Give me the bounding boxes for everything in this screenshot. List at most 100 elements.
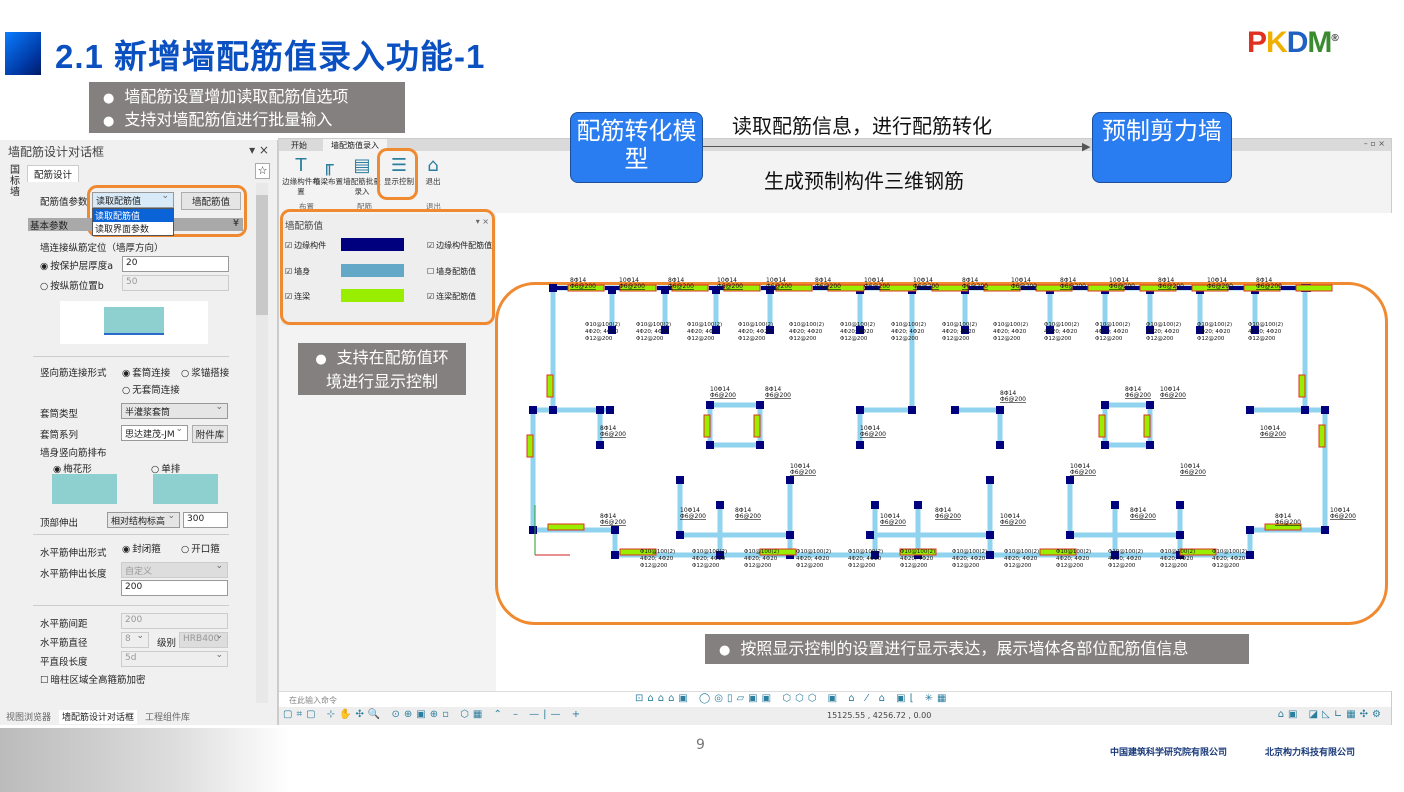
- stirrup-label: Φ6@200: [1000, 396, 1026, 403]
- radio-grout[interactable]: 浆锚搭接: [181, 365, 229, 379]
- tab-wall-dialog[interactable]: 墙配筋设计对话框: [59, 710, 138, 724]
- color-swatch-wall[interactable]: [341, 264, 404, 277]
- horiz-len-select[interactable]: 自定义: [121, 561, 228, 578]
- checkbox-wall-body[interactable]: 墙身: [285, 266, 310, 277]
- checkbox-dense-hoop[interactable]: 暗柱区域全高箍筋加密: [40, 672, 146, 686]
- ribbon-batch-input[interactable]: ▤墙配筋批量录入: [343, 155, 381, 197]
- coupling-beam: [619, 548, 657, 556]
- radio-single-row[interactable]: 单排: [151, 461, 180, 475]
- cabr-logo: 中国建筑科学研究院有限公司: [1110, 748, 1228, 758]
- tab-component-lib[interactable]: 工程组件库: [145, 713, 191, 723]
- radio-by-cover[interactable]: 按保护层厚度a: [40, 258, 113, 272]
- panel-close-icon[interactable]: ▾ ×: [475, 217, 489, 226]
- coupling-beam: [1098, 414, 1106, 438]
- coupling-beam: [546, 374, 554, 398]
- window-controls[interactable]: – ▫ ×: [1363, 139, 1385, 148]
- beam-rebar-label: 4Φ20; 4Φ20: [1095, 329, 1129, 335]
- stirrup-label: Φ6@200: [864, 283, 890, 290]
- checkbox-edge-member[interactable]: 边缘构件: [285, 240, 326, 251]
- stirrup-label: Φ6@200: [1130, 513, 1156, 520]
- edge-member: [856, 406, 864, 414]
- beam-rebar-label: Φ12@200: [789, 336, 817, 342]
- radio-no-sleeve[interactable]: 无套筒连接: [122, 382, 180, 396]
- checkbox-wall-value[interactable]: 墙身配筋值: [427, 266, 476, 277]
- beam-rebar-label: 4Φ20; 4Φ20: [1212, 556, 1246, 562]
- option-read-ui[interactable]: 读取界面参数: [95, 225, 150, 235]
- horiz-len-input[interactable]: 200: [121, 580, 228, 596]
- beam-rebar-label: Φ12@200: [744, 563, 772, 569]
- edge-label: 8Φ14: [1275, 513, 1291, 520]
- label: 竖向筋连接形式: [40, 368, 107, 379]
- coupling-beam: [775, 284, 813, 292]
- checkbox-edge-value[interactable]: 边缘构件配筋值: [427, 240, 492, 251]
- rebar-param-select[interactable]: 读取配筋值: [92, 191, 174, 208]
- color-swatch-beam[interactable]: [341, 289, 404, 302]
- tab-wall-rebar[interactable]: 墙配筋值录入: [323, 139, 387, 151]
- label: 显示控制: [384, 177, 414, 186]
- star-icon[interactable]: ☆: [255, 163, 270, 179]
- ribbon-exit[interactable]: ⌂退出: [414, 155, 452, 187]
- command-input[interactable]: 在此输入命令: [289, 696, 337, 705]
- straight-len-select[interactable]: 5d: [121, 650, 228, 667]
- horiz-dia-select[interactable]: 8: [121, 631, 149, 648]
- horiz-spacing-input[interactable]: 200: [121, 613, 228, 629]
- group-label: 退出: [426, 202, 441, 211]
- tab-rebar-design[interactable]: 配筋设计: [27, 165, 80, 182]
- grade-select[interactable]: HRB400: [179, 631, 228, 648]
- radio-closed-hoop[interactable]: 封闭箍: [122, 541, 161, 555]
- stirrup-label: Φ6@200: [717, 283, 743, 290]
- label: 平直段长度: [40, 657, 88, 668]
- label: 顶部伸出: [40, 518, 79, 529]
- top-bullets: 墙配筋设置增加读取配筋值选项 支持对墙配筋值进行批量输入: [89, 82, 405, 133]
- checkbox-beam-value[interactable]: 连梁配筋值: [427, 291, 476, 302]
- coupling-beam: [827, 284, 865, 292]
- edge-member: [856, 441, 864, 449]
- checkbox-coupling-beam[interactable]: 连梁: [285, 291, 310, 302]
- nav-toolbar-icons[interactable]: ▢⌗▢ ⊹✋✣🔍 ⊙⊕▣⊕▫ ⬡▦ ⌃ – —|— +: [283, 709, 585, 720]
- radio-sleeve[interactable]: 套筒连接: [122, 365, 170, 379]
- status-bar: ▢⌗▢ ⊹✋✣🔍 ⊙⊕▣⊕▫ ⬡▦ ⌃ – —|— + 15125.55 , 4…: [279, 707, 1391, 725]
- edge-member: [1101, 441, 1109, 449]
- callout-plan: 按照显示控制的设置进行显示表达，展示墙体各部位配筋值信息: [705, 634, 1249, 664]
- coupling-beam: [983, 284, 1021, 292]
- dialog-close-icon[interactable]: ▾ ×: [249, 143, 269, 157]
- beam-rebar-label: Φ10@100(2): [1095, 322, 1130, 328]
- snap-toolbar-icons[interactable]: ⌂▣ ◪◺∟▦✣⚙: [1277, 709, 1385, 720]
- beam-rebar-label: Φ10@100(2): [840, 322, 875, 328]
- scrollbar[interactable]: [256, 183, 268, 703]
- radio-quincunx[interactable]: 梅花形: [53, 461, 92, 475]
- beam-rebar-label: Φ12@200: [848, 563, 876, 569]
- beam-rebar-label: Φ12@200: [640, 563, 668, 569]
- radio-open-hoop[interactable]: 开口箍: [181, 541, 220, 555]
- view-toolbar-icons[interactable]: ⊡⌂⌂⌂▣ ◯◎▯▱▣▣ ⬡⬡⬡ ▣ ⌂ ⁄ ⌂ ▣⌊ ✳▦: [635, 693, 951, 704]
- edge-label: 10Φ14: [766, 277, 786, 284]
- edge-member: [611, 526, 619, 534]
- beam-rebar-label: Φ10@100(2): [1146, 322, 1181, 328]
- sleeve-type-select[interactable]: 半灌浆套筒: [121, 402, 228, 419]
- edge-label: 8Φ14: [570, 277, 586, 284]
- stirrup-label: Φ6@200: [913, 283, 939, 290]
- beam-rebar-label: 4Φ20; 4Φ20: [993, 329, 1027, 335]
- color-swatch-edge[interactable]: [341, 238, 404, 251]
- beam-rebar-label: Φ10@100(2): [1248, 322, 1283, 328]
- cover-input[interactable]: 20: [122, 256, 229, 272]
- tab-start[interactable]: 开始: [291, 141, 307, 150]
- bar-input[interactable]: 50: [122, 275, 229, 291]
- wall-rebar-button[interactable]: 墙配筋值: [181, 192, 241, 210]
- top-ext-select[interactable]: 相对结构标高: [107, 511, 180, 528]
- slide-title: 2.1 新增墙配筋值录入功能-1: [55, 38, 486, 75]
- tab-view-browser[interactable]: 视图浏览器: [6, 713, 52, 723]
- sleeve-series-select[interactable]: 思达建茂-JM: [121, 424, 188, 441]
- library-button[interactable]: 附件库: [192, 425, 228, 443]
- side-tab[interactable]: 国标墙: [10, 165, 20, 198]
- top-ext-input[interactable]: 300: [183, 512, 228, 528]
- label: 边缘构件布置: [282, 177, 320, 196]
- radio-by-bar[interactable]: 按纵筋位置b: [40, 278, 104, 292]
- ribbon-wall-beam[interactable]: ╓墙梁布置: [309, 155, 347, 187]
- ribbon-display-control[interactable]: ☰显示控制: [380, 155, 418, 187]
- beam-rebar-label: 4Φ20; 4Φ20: [952, 556, 986, 562]
- option-read-values[interactable]: 读取配筋值: [93, 209, 173, 222]
- drawing-canvas[interactable]: [496, 213, 1392, 691]
- edge-member-icon: T: [295, 155, 307, 176]
